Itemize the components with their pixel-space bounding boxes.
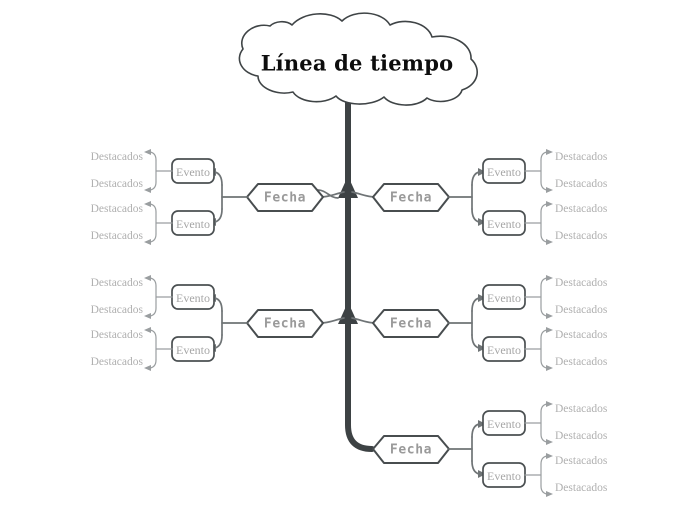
destacados-label-1R-a2: Destacados [555,178,608,190]
destacados-label-2R-b1: Destacados [555,329,608,341]
arrow-dest-1R-a2 [546,187,553,193]
arrow-dest-1L-a2 [144,187,151,193]
connector-down-2R [471,334,480,349]
destacados-label-2L-a2: Destacados [91,304,144,316]
arrow-dest-1L-a1 [144,149,151,155]
branch-1-right[interactable]: Fecha Evento Evento Destacados Destacado… [351,149,608,245]
arrow-dest-3R-b2 [546,491,553,497]
arrow-evento-1R-b [478,218,486,226]
arrow-dest-2L-a2 [144,313,151,319]
destacados-label-3R-a1: Destacados [555,403,608,415]
destacados-label-2R-a2: Destacados [555,304,608,316]
destacados-label-1R-b2: Destacados [555,230,608,242]
arrow-evento-3R-b [478,470,486,478]
destacados-label-3R-b2: Destacados [555,482,608,494]
destacados-label-1L-b1: Destacados [91,203,144,215]
arrow-evento-2R-b [478,344,486,352]
arrow-dest-2R-b1 [546,327,553,333]
arrow-dest-2R-a2 [546,313,553,319]
arrow-dest-2L-b1 [144,327,151,333]
trunk-spine [345,92,375,452]
fecha-label-1R: Fecha [390,191,432,206]
arrow-evento-1R-a [478,168,486,176]
central-trunk [338,92,375,452]
connector-up-2R [471,297,480,312]
destacados-label-1L-b2: Destacados [91,230,144,242]
evento-label-1L-a: Evento [176,165,210,179]
connector-down-1L [214,208,223,223]
destacados-label-1R-a1: Destacados [555,151,608,163]
arrow-dest-1L-b2 [144,239,151,245]
branch-2-left[interactable]: Fecha Evento Evento Destacados Destacado… [91,275,345,371]
connector-down-3R [471,460,480,475]
destacados-label-2R-b2: Destacados [555,356,608,368]
evento-label-3R-a: Evento [487,417,521,431]
destacados-label-3R-a2: Destacados [555,430,608,442]
destacados-label-3R-b1: Destacados [555,455,608,467]
branch-1-left[interactable]: Fecha Evento Evento Destacados Destacado… [91,149,345,245]
destacados-label-2L-b2: Destacados [91,356,144,368]
evento-label-1R-a: Evento [487,165,521,179]
root-node-cloud[interactable]: Línea de tiempo [238,12,478,106]
arrow-dest-3R-a2 [546,439,553,445]
trunk-taper-row2 [338,302,358,324]
evento-label-3R-b: Evento [487,469,521,483]
arrow-dest-2L-b2 [144,365,151,371]
connector-up-2L [214,297,223,312]
arrow-evento-2R-a [478,294,486,302]
arrow-dest-1R-b2 [546,239,553,245]
evento-label-2R-b: Evento [487,343,521,357]
trunk-taper-row1 [338,176,358,198]
arrow-dest-2L-a1 [144,275,151,281]
destacados-label-2R-a1: Destacados [555,277,608,289]
arrow-dest-1R-a1 [546,149,553,155]
evento-label-1R-b: Evento [487,217,521,231]
connector-up-1L [214,171,223,186]
evento-label-2L-a: Evento [176,291,210,305]
evento-label-1L-b: Evento [176,217,210,231]
evento-label-2L-b: Evento [176,343,210,357]
branch-2-right[interactable]: Fecha Evento Evento Destacados Destacado… [351,275,608,371]
arrow-evento-3R-a [478,420,486,428]
destacados-label-2L-a1: Destacados [91,277,144,289]
connector-up-3R [471,423,480,438]
fecha-label-3R: Fecha [390,443,432,458]
arrow-dest-2R-b2 [546,365,553,371]
connector-down-1R [471,208,480,223]
cloud-shape [238,12,478,106]
destacados-label-1L-a2: Destacados [91,178,144,190]
destacados-label-2L-b1: Destacados [91,329,144,341]
arrow-dest-3R-a1 [546,401,553,407]
fecha-label-1L: Fecha [264,191,306,206]
connector-down-2L [214,334,223,349]
fecha-node-1R[interactable] [372,183,450,212]
root-label: Línea de tiempo [261,51,454,76]
fecha-label-2R: Fecha [390,317,432,332]
connector-up-1R [471,171,480,186]
arrow-dest-3R-b1 [546,453,553,459]
destacados-label-1L-a1: Destacados [91,151,144,163]
fecha-node-2R[interactable] [372,309,450,338]
fecha-label-2L: Fecha [264,317,306,332]
arrow-dest-1R-b1 [546,201,553,207]
arrow-dest-1L-b1 [144,201,151,207]
evento-label-2R-a: Evento [487,291,521,305]
fecha-node-3R[interactable] [372,435,450,464]
arrow-dest-2R-a1 [546,275,553,281]
branch-3-right[interactable]: Fecha Evento Evento Destacados Destacado… [372,401,608,497]
destacados-label-1R-b1: Destacados [555,203,608,215]
